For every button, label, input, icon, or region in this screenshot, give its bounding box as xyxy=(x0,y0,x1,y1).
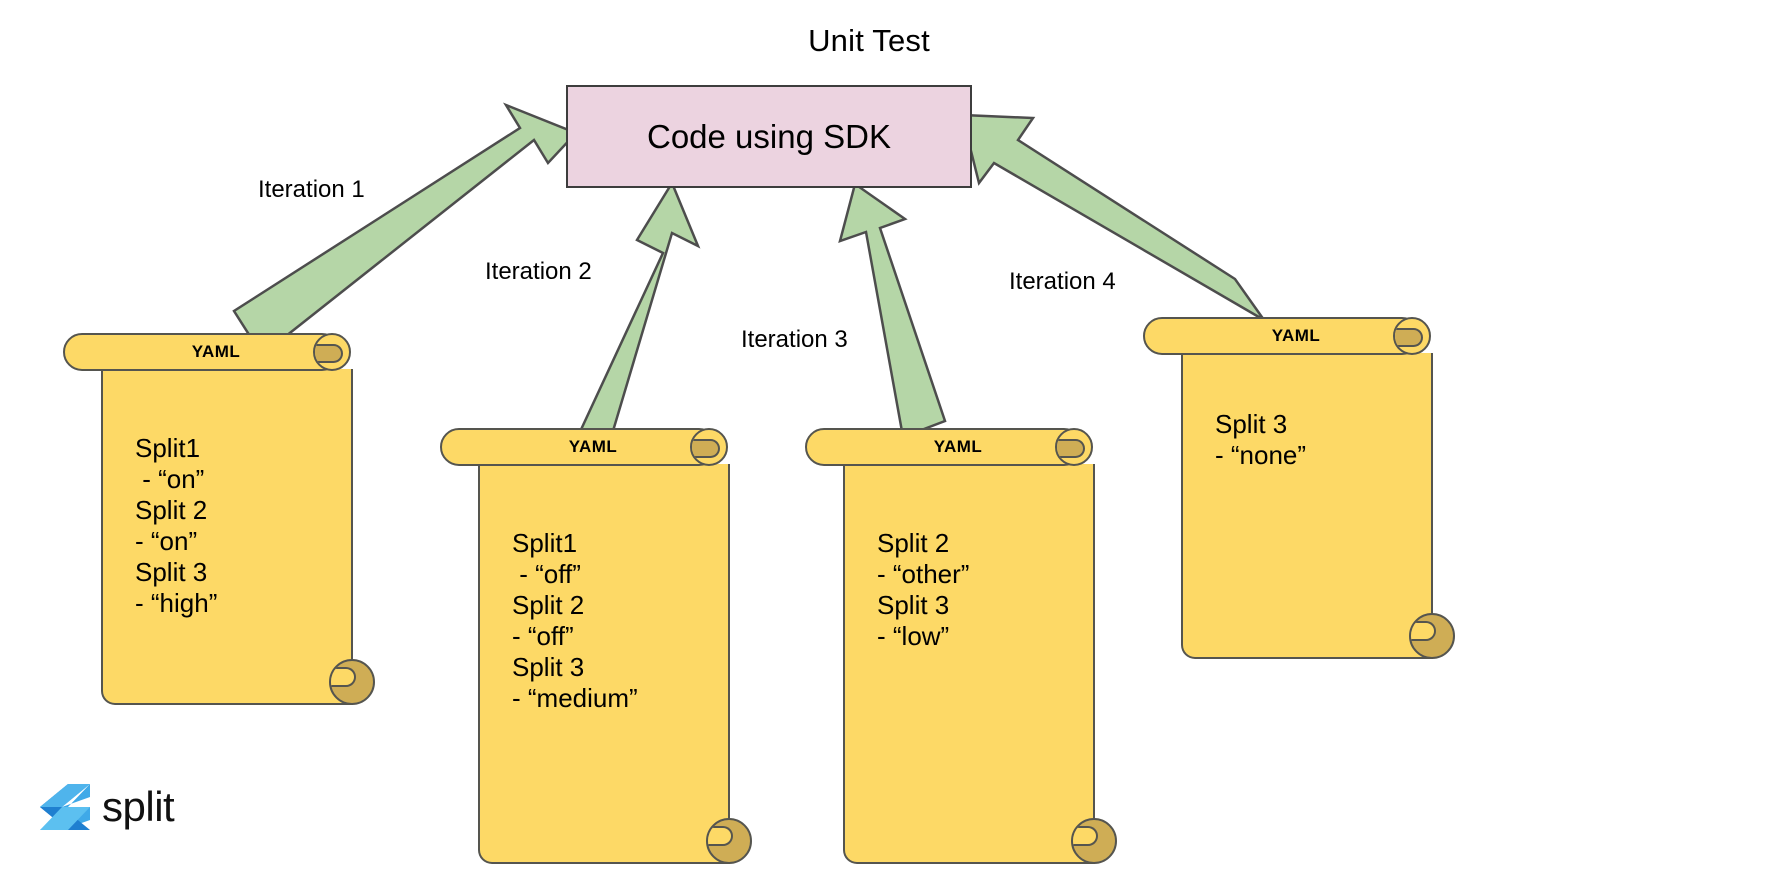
iteration-3-label: Iteration 3 xyxy=(741,326,848,353)
yaml-document-4-header-label: YAML xyxy=(1271,326,1321,345)
yaml-document-2-body: Split1 - “off” Split 2 - “off” Split 3 -… xyxy=(478,464,730,864)
yaml-document-1-header: YAML xyxy=(63,333,341,371)
yaml-document-1[interactable]: Split1 - “on” Split 2 - “on” Split 3 - “… xyxy=(63,333,375,733)
yaml-document-4-body: Split 3 - “none” xyxy=(1181,353,1433,659)
iteration-2-label: Iteration 2 xyxy=(485,258,592,285)
page-title: Unit Test xyxy=(808,23,930,58)
yaml-document-4-bottom-curl xyxy=(1409,613,1455,659)
iteration-1-label: Iteration 1 xyxy=(258,176,365,203)
yaml-document-1-top-curl xyxy=(313,333,351,371)
yaml-document-2-bottom-curl xyxy=(706,818,752,864)
yaml-document-2-header: YAML xyxy=(440,428,718,466)
yaml-document-3-header: YAML xyxy=(805,428,1083,466)
code-using-sdk-box[interactable]: Code using SDK xyxy=(566,85,972,188)
yaml-document-1-bottom-curl xyxy=(329,659,375,705)
code-box-label: Code using SDK xyxy=(647,117,891,155)
yaml-document-3-header-label: YAML xyxy=(933,437,983,456)
yaml-document-4-header: YAML xyxy=(1143,317,1421,355)
yaml-document-2-header-label: YAML xyxy=(568,437,618,456)
yaml-document-3-bottom-curl xyxy=(1071,818,1117,864)
yaml-document-4-text: Split 3 - “none” xyxy=(1215,409,1307,470)
yaml-document-1-header-label: YAML xyxy=(191,342,241,361)
yaml-document-1-body: Split1 - “on” Split 2 - “on” Split 3 - “… xyxy=(101,369,353,705)
arrow-iteration-1 xyxy=(232,102,579,357)
split-wordmark: split xyxy=(102,783,175,830)
yaml-document-4[interactable]: Split 3 - “none” YAML xyxy=(1143,317,1455,737)
arrow-iteration-2 xyxy=(569,180,701,452)
yaml-document-2-top-curl xyxy=(690,428,728,466)
split-mark-icon xyxy=(40,784,90,830)
yaml-document-1-text: Split1 - “on” Split 2 - “on” Split 3 - “… xyxy=(135,433,218,618)
yaml-document-3-text: Split 2 - “other” Split 3 - “low” xyxy=(877,528,970,651)
yaml-document-3-top-curl xyxy=(1055,428,1093,466)
yaml-document-2-text: Split1 - “off” Split 2 - “off” Split 3 -… xyxy=(512,528,638,713)
yaml-document-2[interactable]: Split1 - “off” Split 2 - “off” Split 3 -… xyxy=(440,428,752,868)
split-logo: split xyxy=(36,780,196,838)
yaml-document-3[interactable]: Split 2 - “other” Split 3 - “low” YAML xyxy=(805,428,1117,868)
iteration-4-label: Iteration 4 xyxy=(1009,268,1116,295)
yaml-document-3-body: Split 2 - “other” Split 3 - “low” xyxy=(843,464,1095,864)
arrow-iteration-3 xyxy=(838,181,947,439)
yaml-document-4-top-curl xyxy=(1393,317,1431,355)
